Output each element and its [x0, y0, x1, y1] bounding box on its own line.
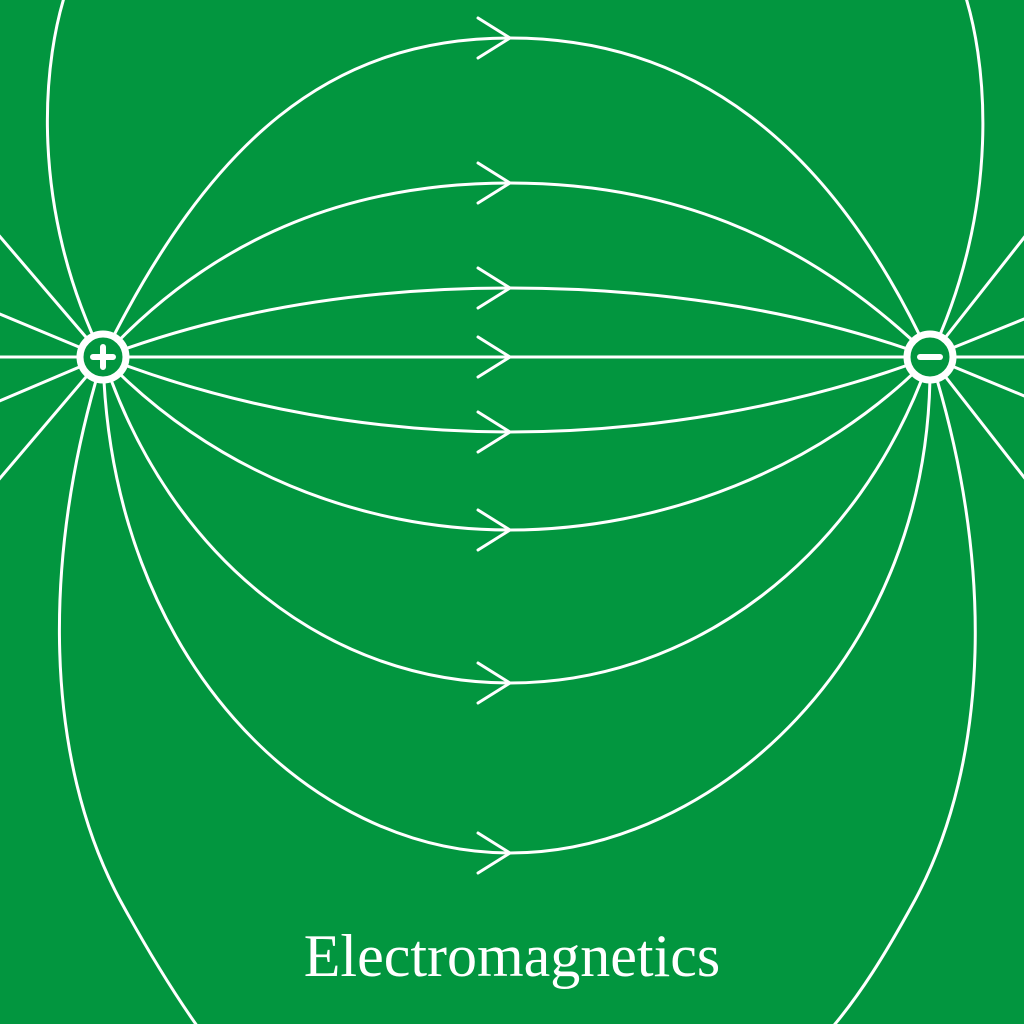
arrow-right-icon	[476, 508, 512, 552]
arrow-right-icon	[476, 16, 512, 60]
field-line-outer-left-bottom	[57, 355, 198, 1024]
field-line-stub-right-5	[928, 355, 1024, 480]
arrow-right-icon	[476, 661, 512, 705]
field-line-stub-left-1	[0, 234, 105, 359]
arrow-right-icon	[476, 161, 512, 205]
field-line-outer-right-top	[928, 0, 985, 359]
positive-charge	[76, 330, 130, 384]
field-direction-arrows	[476, 16, 512, 875]
field-line-stub-left-5	[0, 355, 105, 481]
arrow-right-icon	[476, 266, 512, 310]
field-line-outer-right-bottom	[833, 355, 977, 1024]
cover-title: Electromagnetics	[303, 923, 721, 989]
plus-icon	[90, 344, 116, 370]
field-line-outer-left-top	[45, 0, 105, 359]
negative-charge	[903, 330, 957, 384]
arrow-right-icon	[476, 831, 512, 875]
field-line-stub-right-1	[928, 235, 1024, 359]
arrow-right-icon	[476, 335, 512, 379]
arrow-right-icon	[476, 410, 512, 454]
